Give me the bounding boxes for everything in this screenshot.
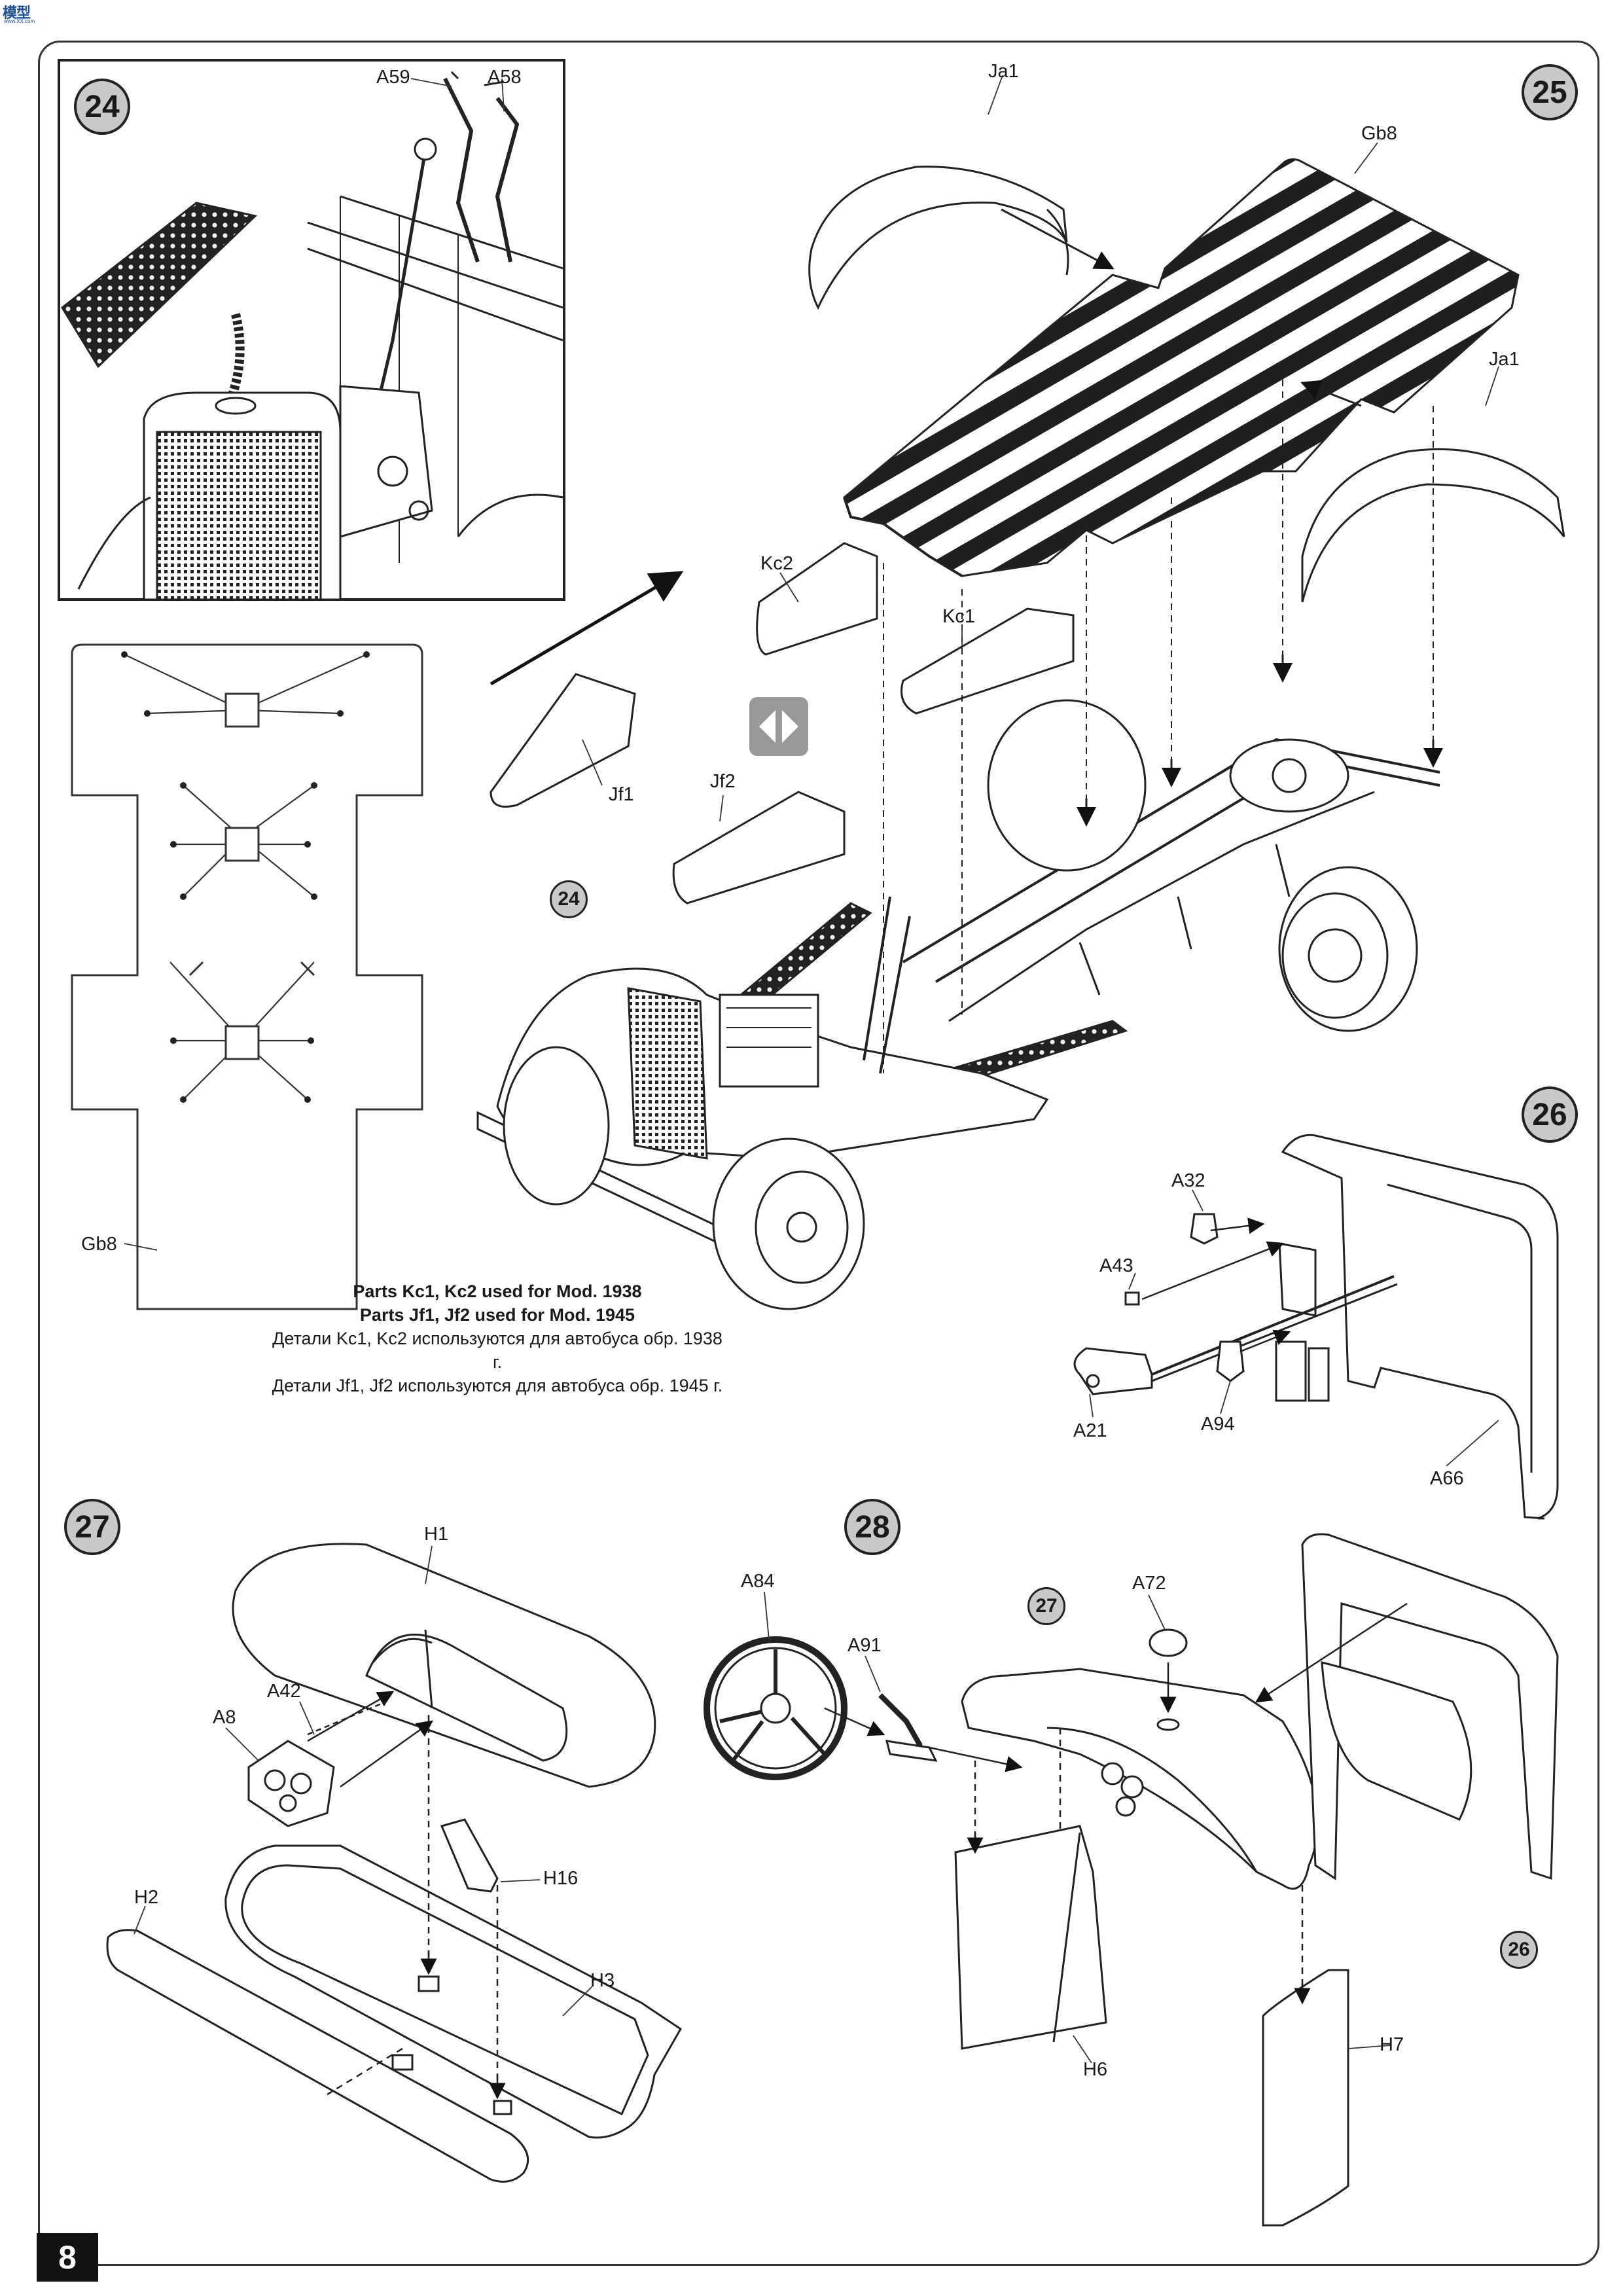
part-label-h3: H3: [590, 1970, 615, 1991]
part-label-a66: A66: [1430, 1468, 1464, 1489]
step-24-inset: [58, 59, 565, 601]
part-label-h6: H6: [1083, 2059, 1108, 2080]
part-label-h2: H2: [134, 1887, 159, 1908]
logo-url: www.XX.com: [4, 18, 35, 24]
page-frame: [38, 41, 1599, 2266]
leader-lines: [124, 75, 1499, 2064]
note-line-2: Parts Jf1, Jf2 used for Mod. 1945: [359, 1305, 635, 1325]
step-number-24: 24: [74, 79, 130, 135]
part-label-a91: A91: [847, 1635, 882, 1656]
reference-step-24: 24: [550, 880, 588, 918]
step-number-28: 28: [844, 1499, 901, 1555]
page-number: 8: [37, 2233, 98, 2282]
note-line-3: Детали Kc1, Kc2 используются для автобус…: [272, 1329, 722, 1372]
step-number-25: 25: [1522, 64, 1578, 120]
note-line-4: Детали Jf1, Jf2 используются для автобус…: [272, 1376, 723, 1395]
part-label-jf2: Jf2: [710, 771, 736, 792]
logo-text: 模型: [3, 5, 31, 21]
part-label-a84: A84: [741, 1571, 775, 1592]
part-label-h1: H1: [424, 1524, 449, 1545]
part-label-a8: A8: [213, 1707, 236, 1728]
reference-step-27: 27: [1027, 1587, 1065, 1625]
part-label-a94: A94: [1201, 1414, 1235, 1435]
step-25-assembly: [476, 158, 1565, 1310]
part-label-h7: H7: [1380, 2034, 1404, 2055]
model-variant-note: Parts Kc1, Kc2 used for Mod. 1938 Parts …: [268, 1280, 726, 1397]
step-26-assembly: [1073, 1134, 1559, 1520]
reference-step-26: 26: [1500, 1931, 1538, 1969]
part-label-a43: A43: [1099, 1255, 1133, 1276]
part-label-a72: A72: [1132, 1573, 1166, 1594]
part-label-jf1: Jf1: [609, 784, 634, 805]
part-label-h16: H16: [543, 1868, 579, 1889]
part-label-gb8-floor: Gb8: [1361, 123, 1397, 144]
part-label-a42: A42: [267, 1681, 301, 1702]
part-label-a58: A58: [488, 67, 522, 88]
part-label-a32: A32: [1171, 1170, 1205, 1191]
part-label-kc1: Kc1: [942, 606, 975, 627]
part-label-kc2: Kc2: [760, 553, 793, 574]
step-number-27: 27: [64, 1499, 120, 1555]
step-number-26: 26: [1522, 1086, 1578, 1143]
step-28-assembly: [704, 1533, 1559, 2227]
part-label-gb8-plan: Gb8: [81, 1234, 117, 1255]
part-label-ja1-right: Ja1: [1489, 349, 1520, 370]
floor-plan-gb8: [71, 643, 423, 1310]
part-label-a59: A59: [376, 67, 410, 88]
part-label-a21: A21: [1073, 1420, 1107, 1441]
note-line-1: Parts Kc1, Kc2 used for Mod. 1938: [353, 1282, 642, 1301]
publisher-logo: 模型 www.XX.com: [1, 1, 46, 25]
part-label-ja1-top: Ja1: [988, 61, 1019, 82]
step-27-assembly: [106, 1543, 682, 2183]
